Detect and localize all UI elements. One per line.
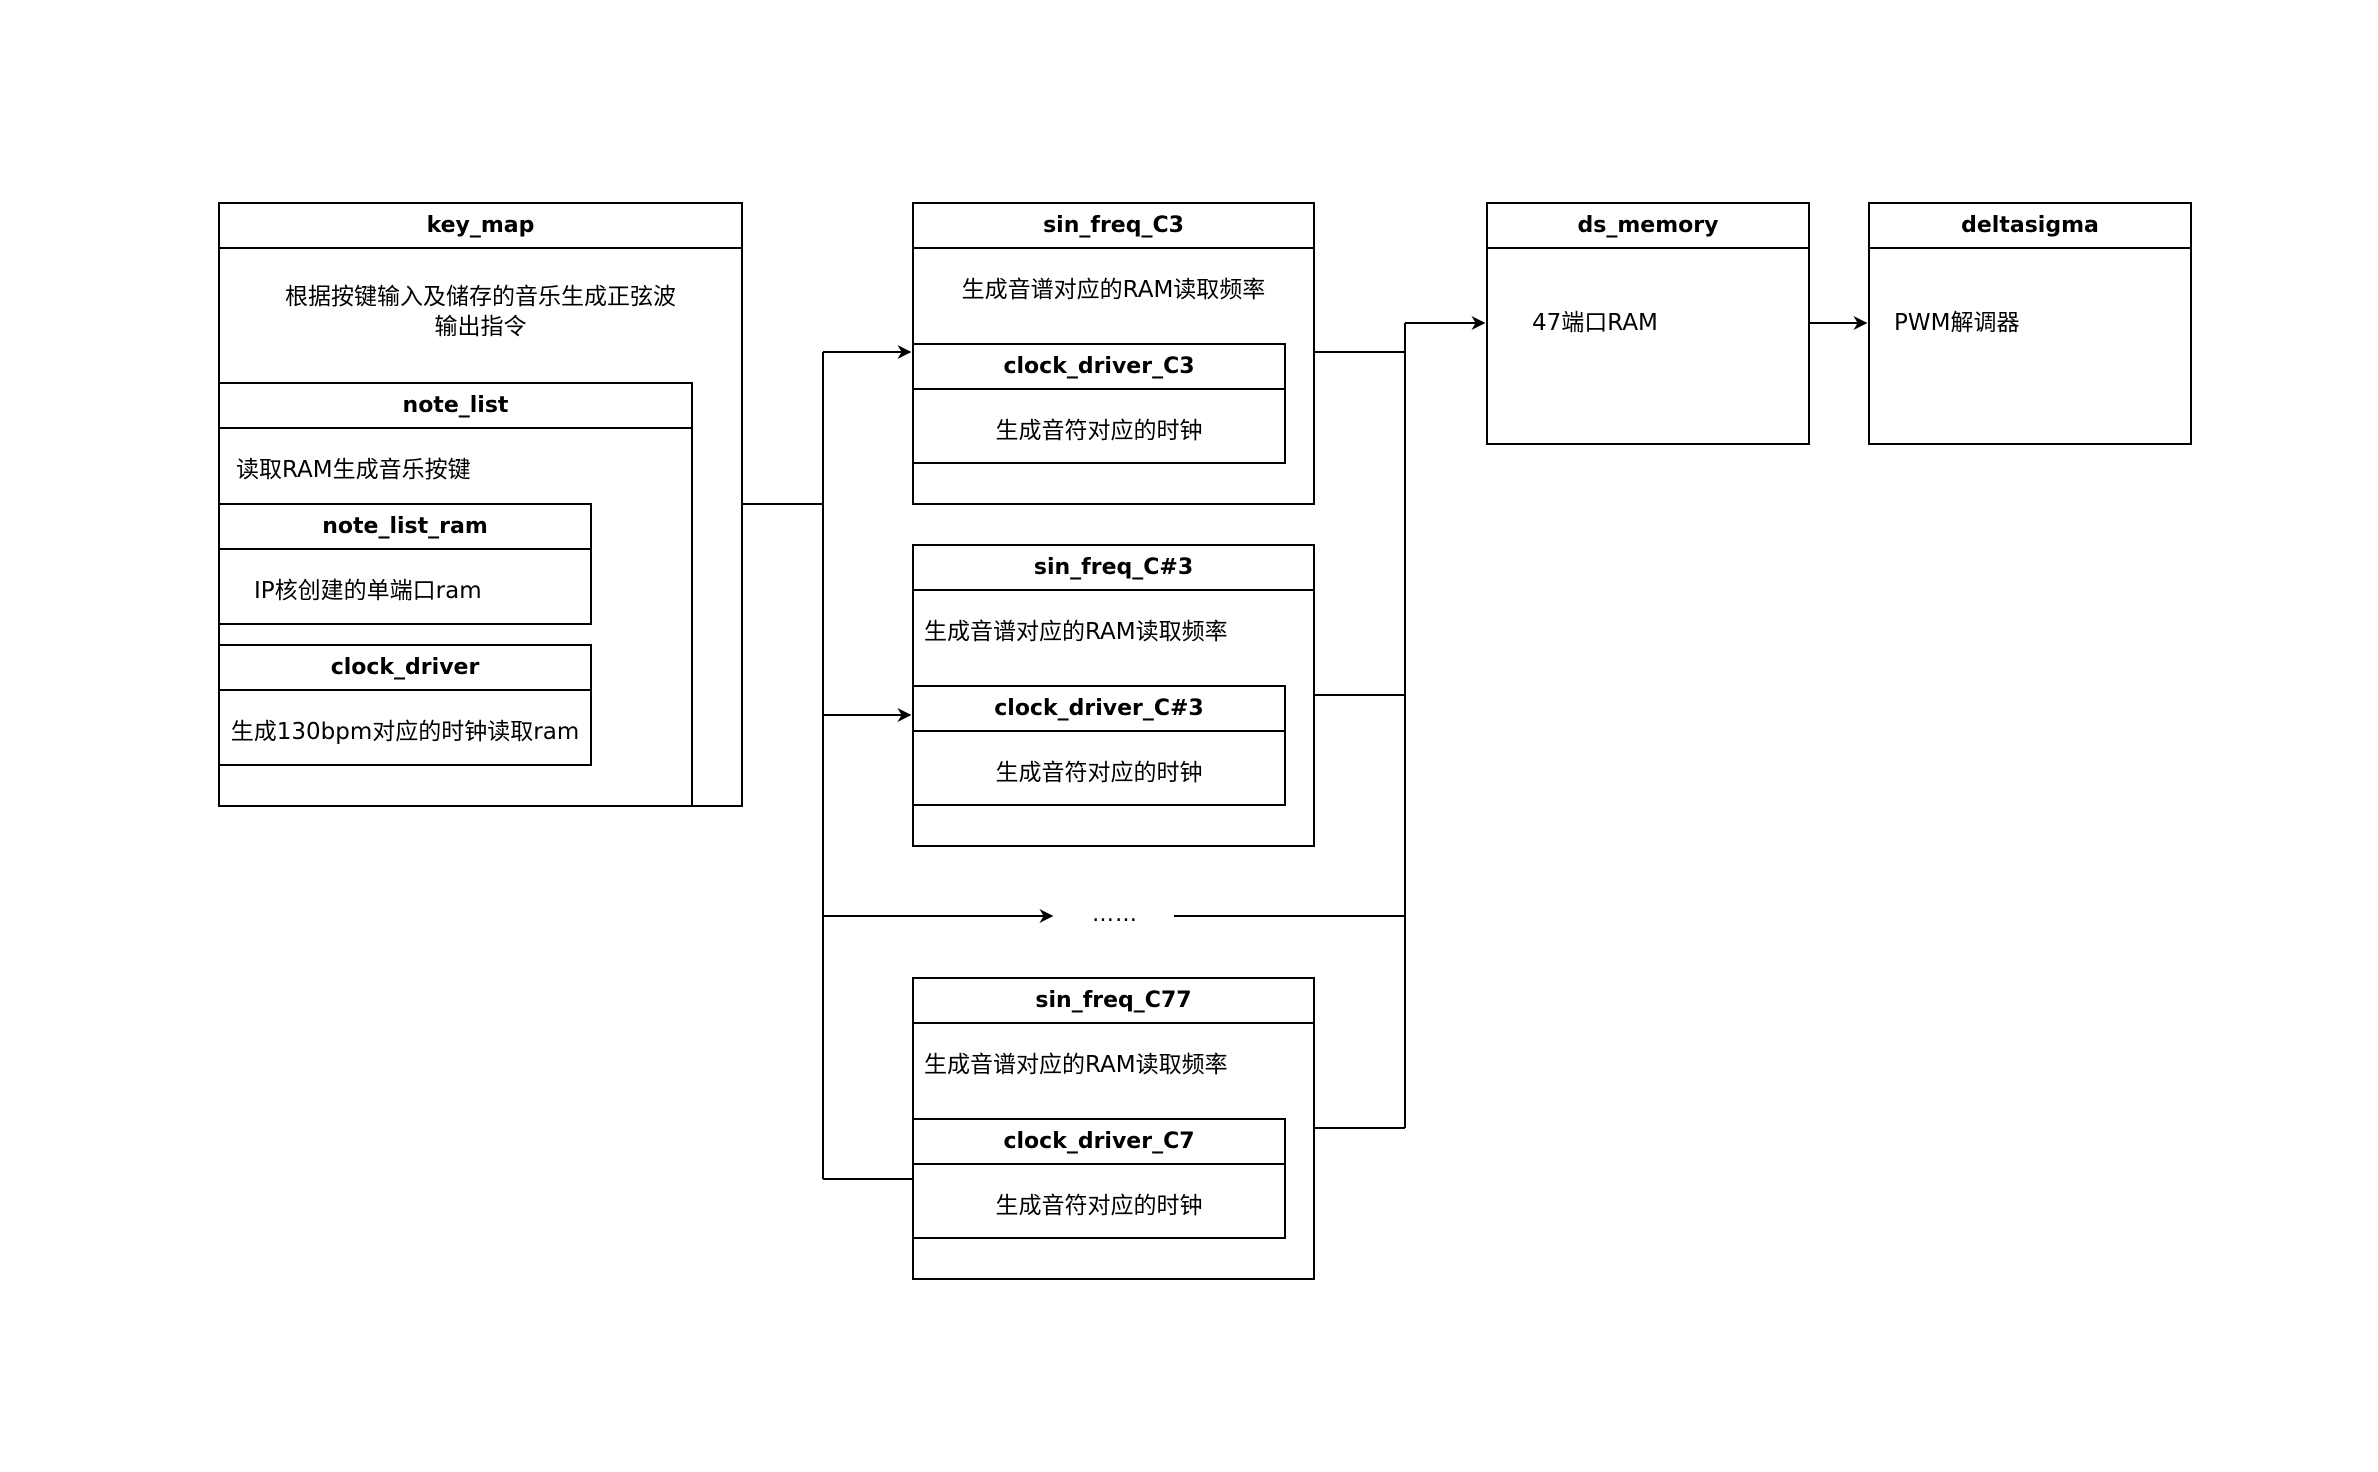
key-map-title: key_map (220, 204, 741, 249)
note-list-ram-description: IP核创建的单端口ram (254, 578, 482, 604)
clock-driver-c7-title: clock_driver_C7 (914, 1120, 1284, 1165)
clock-driver-csharp3-title: clock_driver_C#3 (914, 687, 1284, 732)
ds-memory-box: ds_memory 47端口RAM (1486, 202, 1810, 445)
more-modules-ellipsis: …… (1092, 902, 1138, 927)
clock-driver-description: 生成130bpm对应的时钟读取ram (230, 719, 580, 745)
sin-freq-csharp3-description: 生成音谱对应的RAM读取频率 (924, 619, 1228, 645)
deltasigma-title: deltasigma (1870, 204, 2190, 249)
clock-driver-box: clock_driver 生成130bpm对应的时钟读取ram (218, 644, 592, 766)
deltasigma-description: PWM解调器 (1894, 310, 2020, 336)
clock-driver-c3-title: clock_driver_C3 (914, 345, 1284, 390)
key-map-description: 根据按键输入及储存的音乐生成正弦波 输出指令 (220, 282, 741, 342)
note-list-description: 读取RAM生成音乐按键 (236, 457, 471, 483)
clock-driver-c3-box: clock_driver_C3 生成音符对应的时钟 (912, 343, 1286, 464)
key-map-description-line1: 根据按键输入及储存的音乐生成正弦波 (285, 284, 676, 310)
sin-freq-c3-title: sin_freq_C3 (914, 204, 1313, 249)
note-list-ram-box: note_list_ram IP核创建的单端口ram (218, 503, 592, 625)
note-list-ram-title: note_list_ram (220, 505, 590, 550)
deltasigma-box: deltasigma PWM解调器 (1868, 202, 2192, 445)
clock-driver-c7-box: clock_driver_C7 生成音符对应的时钟 (912, 1118, 1286, 1239)
key-map-description-line2: 输出指令 (434, 314, 527, 340)
note-list-title: note_list (220, 384, 691, 429)
sin-freq-c77-title: sin_freq_C77 (914, 979, 1313, 1024)
ds-memory-title: ds_memory (1488, 204, 1808, 249)
sin-freq-csharp3-title: sin_freq_C#3 (914, 546, 1313, 591)
clock-driver-csharp3-box: clock_driver_C#3 生成音符对应的时钟 (912, 685, 1286, 806)
sin-freq-c77-description: 生成音谱对应的RAM读取频率 (924, 1052, 1228, 1078)
clock-driver-c3-description: 生成音符对应的时钟 (995, 418, 1203, 444)
clock-driver-title: clock_driver (220, 646, 590, 691)
clock-driver-csharp3-description: 生成音符对应的时钟 (995, 760, 1203, 786)
clock-driver-c7-description: 生成音符对应的时钟 (995, 1193, 1203, 1219)
ds-memory-description: 47端口RAM (1532, 310, 1658, 336)
sin-freq-c3-description: 生成音谱对应的RAM读取频率 (961, 277, 1266, 303)
